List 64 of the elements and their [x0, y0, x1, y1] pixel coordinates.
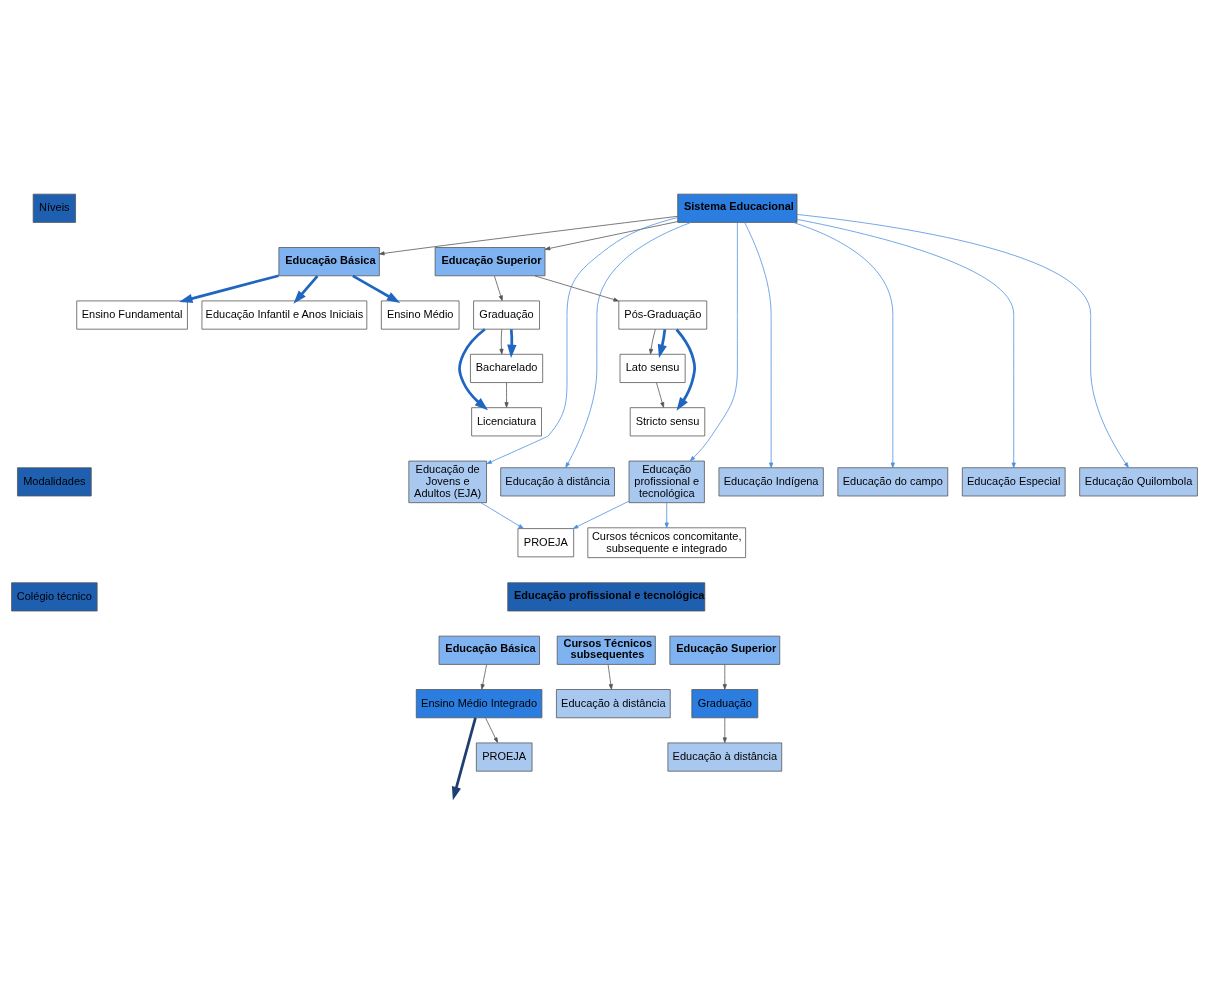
- arrow: [722, 664, 727, 690]
- node-box: Educação de Jovens e Adultos (EJA): [408, 460, 487, 504]
- node-box: Pós-Graduação: [618, 300, 708, 330]
- node-box: Educação à distância: [556, 689, 671, 719]
- node-box: Ensino Médio: [380, 300, 460, 330]
- arrow: [486, 217, 678, 465]
- arrow: [485, 717, 498, 743]
- arrow: [451, 717, 477, 800]
- node-box: PROEJA: [517, 528, 575, 558]
- arrow: [480, 664, 487, 690]
- arrow: [722, 717, 727, 743]
- node-box: Educação Infantil e Anos Iniciais: [201, 300, 368, 330]
- node-box: Educação à distância: [500, 467, 615, 497]
- node-box: Bacharelado: [470, 353, 544, 383]
- node-box: Sistema Educacional: [677, 193, 798, 223]
- arrow: [796, 214, 1129, 468]
- node-box: Educação do campo: [837, 467, 949, 497]
- node-box: Educação profissional e tecnológica: [507, 582, 706, 612]
- arrow: [792, 222, 895, 469]
- node-box: Lato sensu: [619, 353, 686, 383]
- arrow: [179, 274, 279, 304]
- node-box: Stricto sensu: [629, 407, 706, 437]
- arrow: [458, 328, 489, 411]
- arrow: [656, 382, 665, 408]
- arrow: [664, 502, 669, 529]
- node-box: Graduação: [691, 689, 759, 719]
- arrow: [379, 215, 678, 256]
- node-box: Educação Indígena: [718, 467, 824, 497]
- arrow: [675, 328, 696, 411]
- arrow: [657, 329, 667, 358]
- arrow: [293, 275, 319, 304]
- node-box: Graduação: [473, 300, 540, 330]
- arrow: [507, 329, 517, 359]
- arrow: [572, 500, 630, 529]
- arrow: [744, 222, 774, 469]
- node-box: Licenciatura: [471, 407, 542, 437]
- node-box: Educação Superior: [669, 635, 781, 665]
- node-box: Cursos técnicos concomitante, subsequente e integrado: [587, 527, 746, 559]
- node-box: Educação profissional e tecnológica: [628, 460, 705, 504]
- arrow: [607, 664, 613, 690]
- arrow: [352, 274, 401, 303]
- node-box: Educação Básica: [278, 247, 380, 277]
- arrow: [504, 382, 509, 408]
- node-box: Cursos Técnicos subsequentes: [556, 635, 656, 665]
- arrow: [499, 329, 504, 355]
- node-box: Modalidades: [17, 467, 92, 497]
- node-box: Níveis: [32, 193, 76, 223]
- arrow: [565, 222, 692, 468]
- node-box: Ensino Fundamental: [76, 300, 188, 330]
- node-box: Educação à distância: [667, 742, 783, 772]
- node-box: Colégio técnico: [11, 582, 98, 612]
- arrow: [534, 275, 619, 302]
- arrow: [796, 219, 1016, 469]
- arrow: [494, 275, 503, 301]
- node-box: Educação Especial: [961, 467, 1066, 497]
- node-box: PROEJA: [475, 742, 533, 772]
- arrow: [480, 502, 524, 529]
- node-box: Ensino Médio Integrado: [415, 689, 543, 719]
- arrow: [689, 222, 738, 462]
- node-box: Educação Quilombola: [1079, 467, 1198, 497]
- arrow: [544, 221, 678, 251]
- node-box: Educação Superior: [434, 247, 546, 277]
- arrow: [649, 329, 656, 355]
- node-box: Educação Básica: [438, 635, 540, 665]
